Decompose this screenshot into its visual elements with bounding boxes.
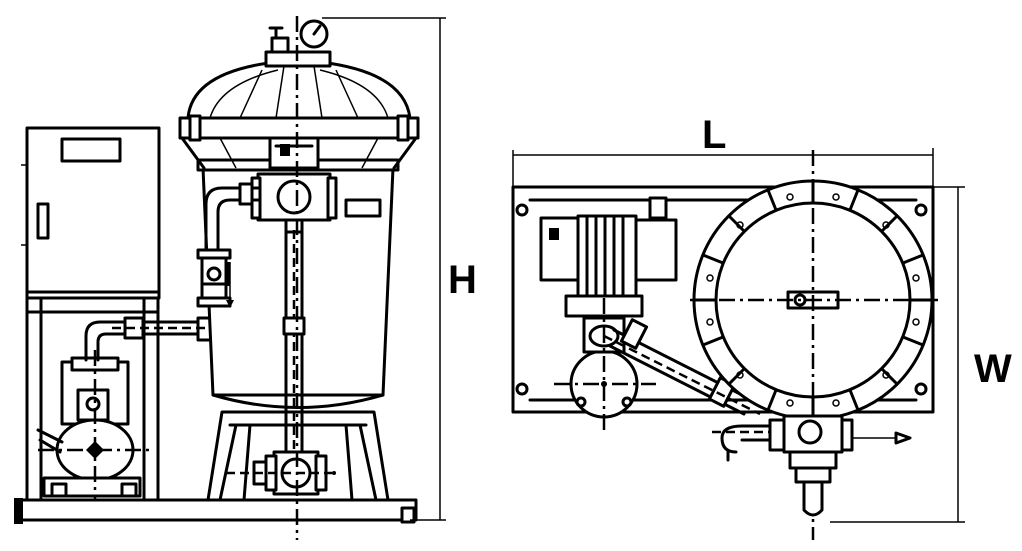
control-cabinet <box>21 126 161 300</box>
height-label: H <box>448 258 477 302</box>
main-riser <box>282 230 306 460</box>
front-view: H <box>14 16 477 540</box>
length-label: L <box>702 113 726 157</box>
pump-assembly <box>36 350 150 500</box>
outlet-valve-top <box>712 414 912 517</box>
top-view: L W <box>511 113 1012 540</box>
dome-lid <box>178 19 420 170</box>
length-dimension: L <box>512 113 934 187</box>
base-frame <box>14 498 418 524</box>
diagonal-pipe <box>603 318 761 416</box>
cabinet-stand <box>25 296 160 502</box>
height-dimension: H <box>322 17 477 521</box>
pump-volute-top <box>554 298 656 430</box>
outlet-manifold <box>204 172 338 252</box>
width-dimension: W <box>830 186 1012 523</box>
lid-motor <box>268 136 320 170</box>
pump-motor-top <box>539 214 678 318</box>
width-label: W <box>974 347 1012 391</box>
side-valve <box>196 248 234 308</box>
